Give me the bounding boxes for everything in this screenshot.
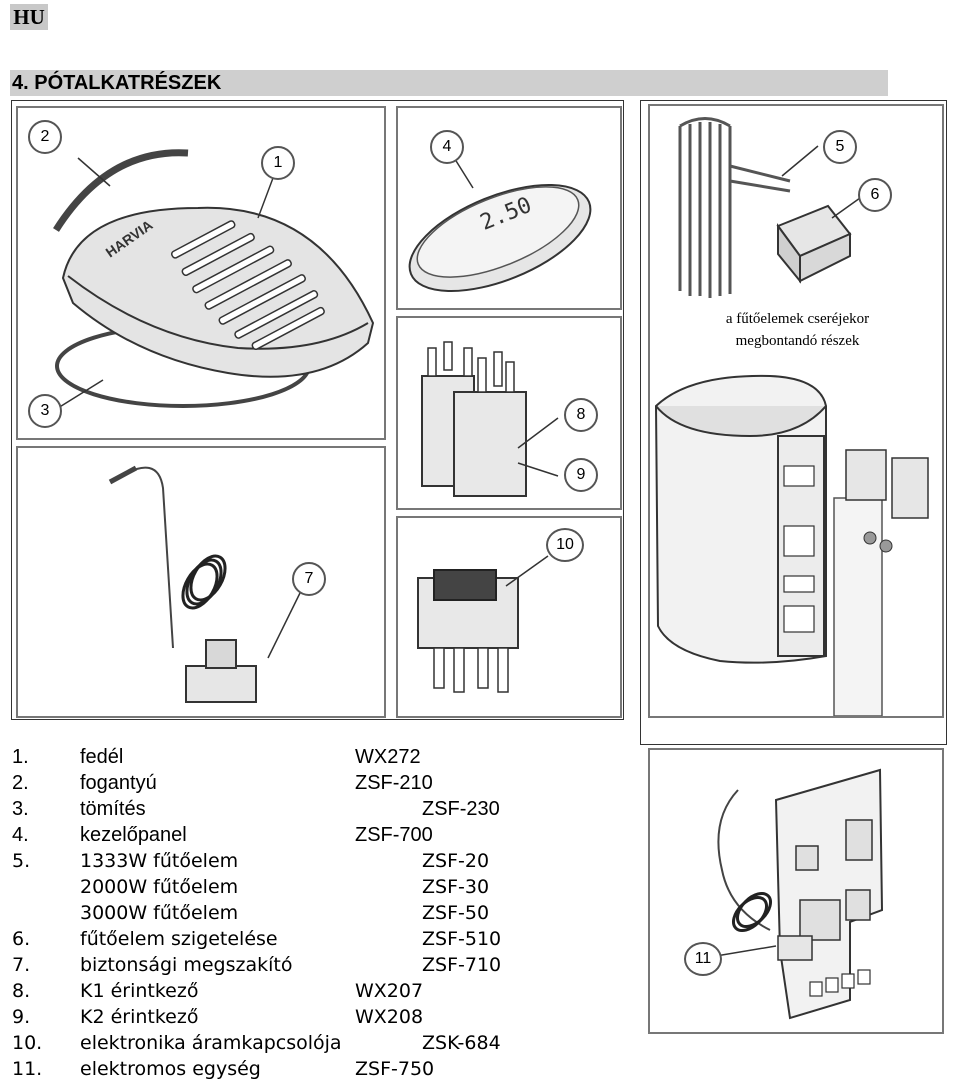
handle-bar — [53, 149, 189, 232]
panel-switch: 10 — [396, 516, 622, 718]
part-code: ZSK-684 — [422, 1032, 501, 1054]
part-number: 6. — [12, 928, 31, 950]
contactor-k2 — [453, 391, 527, 497]
control-panel-drawing: 2.50 — [408, 155, 592, 293]
language-tag: HU — [10, 4, 48, 30]
note-line-1: a fűtőelemek cseréjekor — [725, 311, 870, 327]
part-code: ZSF-750 — [355, 1058, 435, 1080]
part-name: fedél — [80, 746, 124, 768]
contactors-drawing — [421, 341, 559, 497]
part-code: ZSF-230 — [422, 798, 500, 820]
part-name: 2000W fűtőelem — [80, 876, 239, 898]
part-number: 11. — [12, 1058, 43, 1080]
callout-1: 1 — [261, 146, 295, 180]
part-name: K1 érintkező — [80, 980, 199, 1002]
part-code: ZSF-710 — [422, 954, 502, 976]
part-code: ZSF-30 — [422, 876, 490, 898]
panel-safety-cutout: 7 — [16, 446, 386, 718]
section-title: 4. PÓTALKATRÉSZEK — [10, 70, 888, 96]
part-code: ZSF-20 — [422, 850, 490, 872]
part-name: elektromos egység — [80, 1058, 261, 1080]
switch-rocker — [433, 569, 497, 601]
cover-slots — [170, 220, 325, 351]
callout-11: 11 — [684, 942, 722, 976]
replacement-note: a fűtőelemek cseréjekor megbontandó rész… — [655, 308, 940, 352]
part-code: ZSF-510 — [422, 928, 502, 950]
part-name: tömítés — [80, 798, 146, 820]
part-name: K2 érintkező — [80, 1006, 199, 1028]
safety-cutout-drawing — [108, 465, 301, 703]
callout-10: 10 — [546, 528, 584, 562]
part-name: fűtőelem szigetelése — [80, 928, 278, 950]
part-code: ZSF-50 — [422, 902, 490, 924]
callout-9: 9 — [564, 458, 598, 492]
callout-7: 7 — [292, 562, 326, 596]
panel-cover: HARVIA 1 2 3 — [16, 106, 386, 440]
callout-3: 3 — [28, 394, 62, 428]
callout-5: 5 — [823, 130, 857, 164]
part-name: fogantyú — [80, 772, 157, 794]
part-number: 5. — [12, 850, 31, 872]
cover-shell — [61, 206, 375, 378]
panel-heater: 5 6 — [648, 104, 944, 718]
note-line-2: megbontandó részek — [735, 333, 860, 349]
part-name: 3000W fűtőelem — [80, 902, 239, 924]
part-name: kezelőpanel — [80, 824, 187, 846]
heating-element — [678, 117, 791, 298]
part-number: 9. — [12, 1006, 31, 1028]
panel-contactors: 8 9 — [396, 316, 622, 510]
heater-drawing — [650, 117, 942, 716]
cutout-body — [185, 665, 257, 703]
side-panel — [833, 497, 883, 716]
callout-2: 2 — [28, 120, 62, 154]
part-name: biztonsági megszakító — [80, 954, 293, 976]
part-number: 2. — [12, 772, 29, 794]
part-number: 10. — [12, 1032, 43, 1054]
part-code: WX208 — [355, 1006, 424, 1028]
part-name: elektronika áramkapcsolója — [80, 1032, 342, 1054]
panel-control: 2.50 4 — [396, 106, 622, 310]
electrical-unit-drawing — [715, 768, 884, 1020]
part-number: 4. — [12, 824, 29, 846]
part-code: WX207 — [355, 980, 424, 1002]
callout-4: 4 — [430, 130, 464, 164]
part-code: ZSF-210 — [355, 772, 433, 794]
cover-drawing: HARVIA — [53, 149, 375, 409]
part-number: 8. — [12, 980, 31, 1002]
part-name: 1333W fűtőelem — [80, 850, 239, 872]
callout-8: 8 — [564, 398, 598, 432]
panel-electrical-unit: 11 — [648, 748, 944, 1034]
part-number: 3. — [12, 798, 29, 820]
part-code: WX272 — [355, 746, 421, 768]
element-insulation — [776, 204, 852, 284]
part-number: 1. — [12, 746, 29, 768]
callout-6: 6 — [858, 178, 892, 212]
part-number: 7. — [12, 954, 31, 976]
part-code: ZSF-700 — [355, 824, 433, 846]
switch-drawing — [417, 555, 549, 693]
